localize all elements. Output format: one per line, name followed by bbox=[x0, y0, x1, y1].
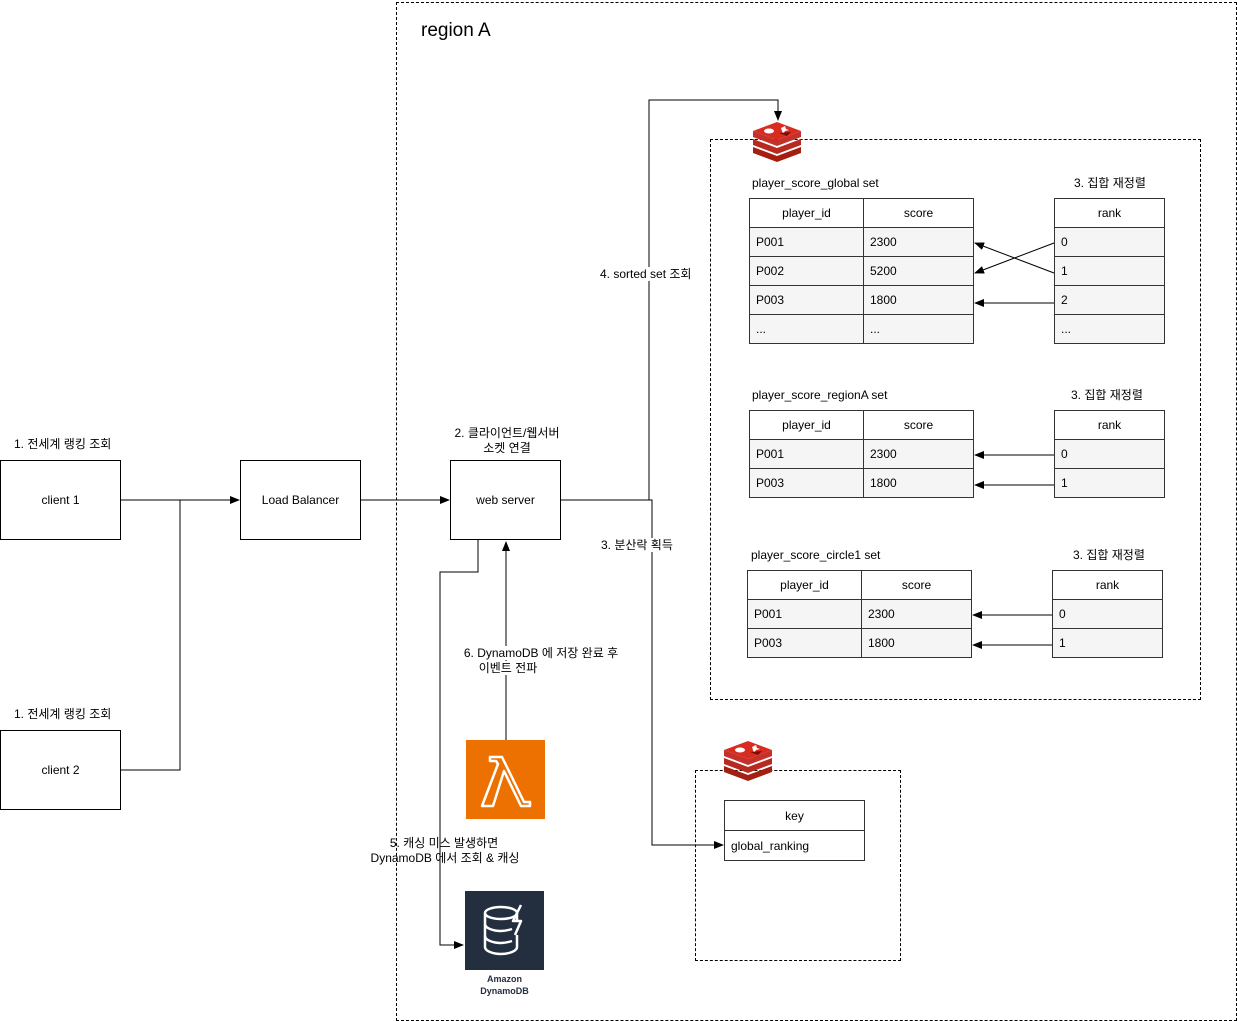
webserver-caption-2: 소켓 연결 bbox=[483, 441, 531, 455]
header-player-id: player_id bbox=[749, 198, 864, 228]
dynamodb-icon bbox=[465, 891, 544, 970]
set-regionA-rank-table: rank 0 1 bbox=[1054, 410, 1165, 498]
lock-key-value: global_ranking bbox=[724, 830, 865, 861]
table-row: 1 bbox=[1052, 628, 1163, 658]
header-score: score bbox=[863, 198, 974, 228]
redis-lock-group bbox=[695, 770, 901, 961]
set-regionA-rerank: 3. 집합 재정렬 bbox=[1071, 388, 1143, 402]
client2-node[interactable]: client 2 bbox=[0, 730, 121, 810]
edge-label-cache-miss-1: 5. 캐싱 미스 발생하면 bbox=[389, 836, 499, 850]
redis-icon bbox=[751, 121, 803, 163]
redis-sorted-sets-group bbox=[710, 139, 1201, 700]
table-row: ...... bbox=[749, 314, 974, 344]
region-title: region A bbox=[421, 20, 491, 41]
table-row: global_ranking bbox=[724, 830, 865, 861]
table-row: 0 bbox=[1052, 599, 1163, 629]
table-row: 0 bbox=[1054, 227, 1165, 257]
client2-caption: 1. 전세계 랭킹 조회 bbox=[14, 707, 112, 721]
rank-arrow-1 bbox=[974, 242, 1055, 274]
edge-label-lock: 3. 분산락 획득 bbox=[601, 538, 673, 552]
set-regionA-title: player_score_regionA set bbox=[752, 388, 888, 402]
edge-webserver-redis bbox=[561, 99, 782, 501]
table-row: 2 bbox=[1054, 285, 1165, 315]
header-rank: rank bbox=[1054, 198, 1165, 228]
table-row: 0 bbox=[1054, 439, 1165, 469]
set-circle1-title: player_score_circle1 set bbox=[751, 548, 881, 562]
edge-label-sorted-set: 4. sorted set 조회 bbox=[600, 267, 692, 281]
edge-webserver-lock bbox=[649, 499, 724, 849]
set-global-rank-table: rank 0 1 2 ... bbox=[1054, 198, 1165, 344]
set-global-title: player_score_global set bbox=[752, 176, 879, 190]
table-row: ... bbox=[1054, 314, 1165, 344]
edge-label-event-1: 6. DynamoDB 에 저장 완료 후 bbox=[463, 646, 619, 660]
lock-key-table: key global_ranking bbox=[724, 800, 865, 861]
edge-webserver-dynamodb bbox=[439, 540, 479, 949]
set-global-rerank: 3. 집합 재정렬 bbox=[1074, 176, 1146, 190]
redis-icon bbox=[722, 740, 774, 782]
set-circle1-rank-table: rank 0 1 bbox=[1052, 570, 1163, 658]
client1-caption: 1. 전세계 랭킹 조회 bbox=[14, 437, 112, 451]
set-circle1-rerank: 3. 집합 재정렬 bbox=[1073, 548, 1145, 562]
edge-label-event-2: 이벤트 전파 bbox=[478, 661, 538, 675]
dynamodb-caption-2: DynamoDB bbox=[480, 986, 529, 996]
table-row: 1 bbox=[1054, 468, 1165, 498]
web-server-node[interactable]: web server bbox=[450, 460, 561, 540]
table-row: 1 bbox=[1054, 256, 1165, 286]
dynamodb-caption-1: Amazon bbox=[486, 974, 522, 984]
edge-client2-lb bbox=[121, 500, 181, 771]
client1-node[interactable]: client 1 bbox=[0, 460, 121, 540]
load-balancer-node[interactable]: Load Balancer bbox=[240, 460, 361, 540]
lock-key-header: key bbox=[724, 800, 865, 831]
edge-label-cache-miss-2: DynamoDB 에서 조회 & 캐싱 bbox=[370, 851, 520, 865]
webserver-caption-1: 2. 클라이언트/웹서버 bbox=[454, 426, 560, 440]
aws-lambda-icon bbox=[466, 740, 545, 819]
